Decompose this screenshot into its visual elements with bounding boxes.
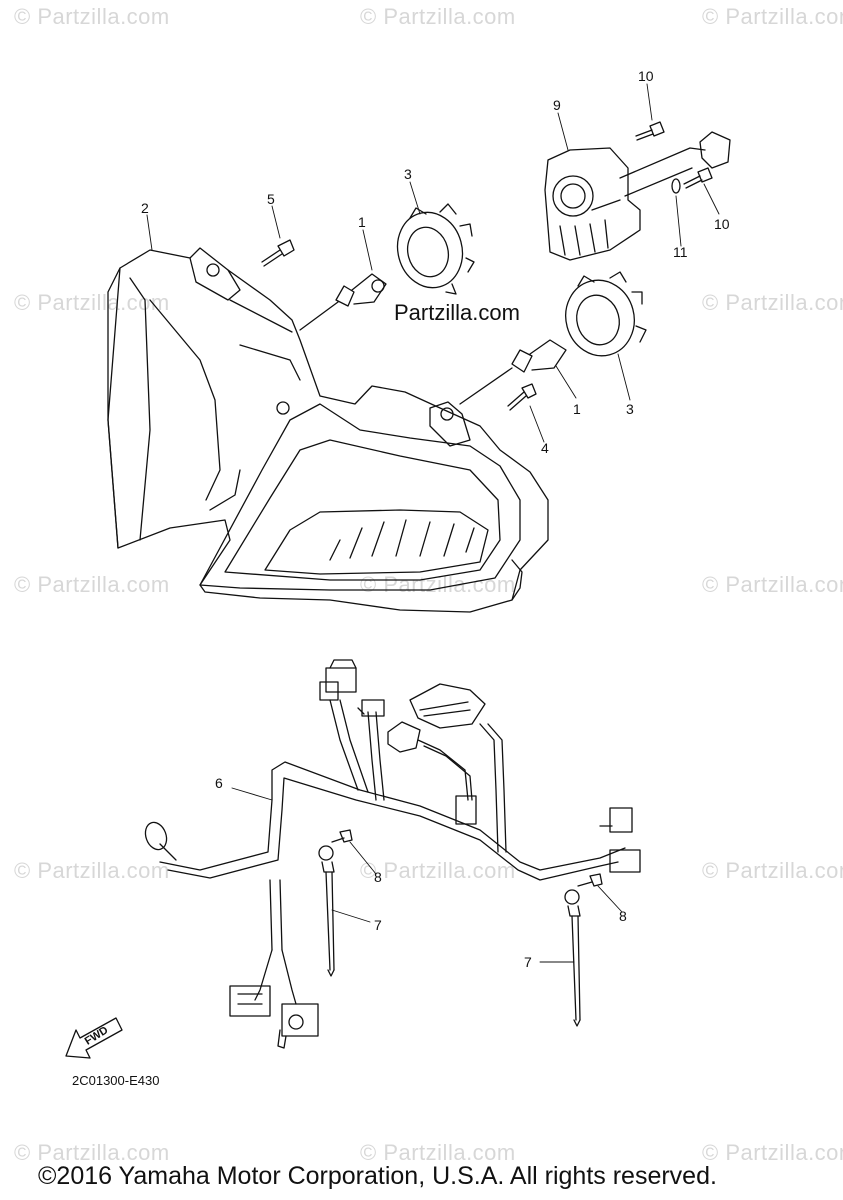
harness-connector-small	[387, 721, 421, 753]
watermark: © Partzilla.com	[702, 858, 843, 883]
position-light	[544, 131, 731, 261]
site-mark: Partzilla.com	[394, 300, 520, 325]
headlight-housing	[107, 247, 549, 613]
harness-connector-block	[409, 683, 486, 729]
watermark: © Partzilla.com	[14, 858, 170, 883]
harness-connector-top-left	[319, 659, 357, 701]
harness-connector-top-mid	[357, 699, 385, 717]
harness-connector-right-bottom	[609, 849, 641, 873]
screw-4	[507, 383, 537, 411]
watermark: © Partzilla.com	[14, 290, 170, 315]
callout-11: 11	[673, 244, 688, 260]
cable-tie-right	[564, 889, 581, 1027]
watermark: © Partzilla.com	[702, 1140, 843, 1165]
bulb-cover-lower	[565, 271, 647, 357]
harness-connector-right-top	[599, 807, 633, 833]
watermark: © Partzilla.com	[14, 572, 170, 597]
callout-5: 5	[267, 191, 275, 207]
callout-9: 9	[553, 97, 561, 113]
headlight-bulb-lower	[459, 339, 567, 405]
callout-7-left: 7	[374, 917, 382, 933]
callout-10-upper: 10	[638, 68, 654, 84]
screw-8-left	[331, 829, 353, 843]
wire-harness	[159, 699, 626, 1005]
screw-10-upper	[635, 121, 665, 141]
watermark: © Partzilla.com	[14, 1140, 170, 1165]
watermark: © Partzilla.com	[702, 290, 843, 315]
watermark: © Partzilla.com	[360, 858, 516, 883]
callout-6: 6	[215, 775, 223, 791]
washer-11	[671, 178, 681, 194]
bulb-cover-upper	[396, 203, 475, 295]
leader-lines	[146, 83, 720, 963]
harness-connector-bottom-left	[229, 985, 271, 1017]
callout-8-right: 8	[619, 908, 627, 924]
watermark: © Partzilla.com	[360, 1140, 516, 1165]
callout-1-upper: 1	[358, 214, 366, 230]
watermark: © Partzilla.com	[702, 4, 843, 29]
screw-8-right	[577, 873, 603, 887]
callout-3-upper: 3	[404, 166, 412, 182]
watermark: © Partzilla.com	[360, 572, 516, 597]
callout-10-lower: 10	[714, 216, 730, 232]
callout-7-right: 7	[524, 954, 532, 970]
cable-tie-left	[318, 845, 335, 977]
callout-1-lower: 1	[573, 401, 581, 417]
harness-connector-round	[144, 821, 177, 861]
copyright-notice: ©2016 Yamaha Motor Corporation, U.S.A. A…	[38, 1162, 717, 1190]
watermark: © Partzilla.com	[14, 4, 170, 29]
diagram-code: 2C01300-E430	[72, 1073, 160, 1088]
forward-arrow-icon	[65, 1017, 123, 1059]
harness-connector-bottom-right	[277, 1003, 319, 1049]
callout-4: 4	[541, 440, 549, 456]
screw-5	[261, 239, 295, 267]
callout-2: 2	[141, 200, 149, 216]
headlight-bulb-upper	[299, 273, 387, 331]
watermark: © Partzilla.com	[360, 4, 516, 29]
watermark: © Partzilla.com	[702, 572, 843, 597]
harness-connector-right-mid	[455, 795, 477, 825]
callout-8-left: 8	[374, 869, 382, 885]
screw-10-lower	[683, 167, 713, 189]
callout-3-lower: 3	[626, 401, 634, 417]
